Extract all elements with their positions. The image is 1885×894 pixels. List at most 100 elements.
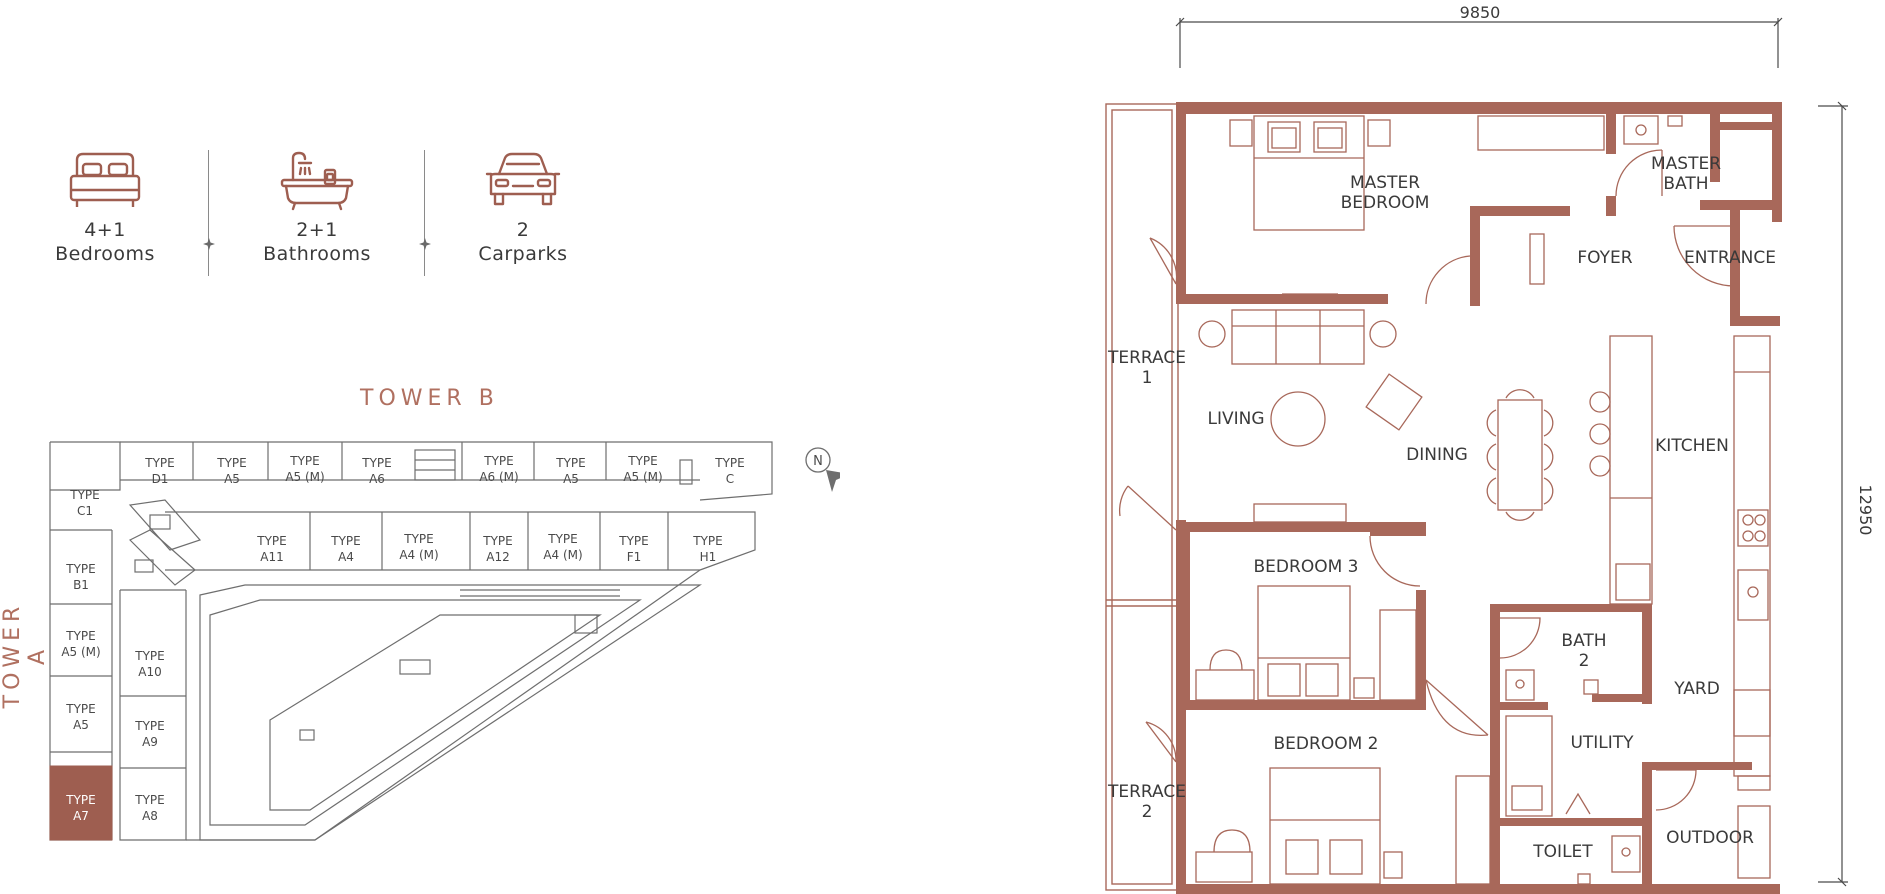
furniture xyxy=(1118,115,1771,885)
bedrooms-label: Bedrooms xyxy=(55,243,155,265)
svg-text:A11: A11 xyxy=(260,550,283,564)
svg-text:1: 1 xyxy=(1142,368,1153,388)
svg-text:TYPE: TYPE xyxy=(256,534,286,548)
svg-text:TYPE: TYPE xyxy=(692,534,722,548)
bedrooms-count: 4+1 xyxy=(84,219,126,241)
room-entrance[interactable]: ENTRANCE xyxy=(1684,248,1776,268)
room-foyer[interactable]: FOYER xyxy=(1577,248,1632,268)
room-terrace-1[interactable]: TERRACE 1 xyxy=(1107,348,1186,388)
svg-text:TYPE: TYPE xyxy=(483,454,513,468)
svg-text:A4 (M): A4 (M) xyxy=(543,548,582,562)
svg-text:TYPE: TYPE xyxy=(627,454,657,468)
unit-top-1[interactable]: TYPE D1 xyxy=(144,456,174,486)
svg-text:BEDROOM: BEDROOM xyxy=(1341,193,1430,213)
room-living[interactable]: LIVING xyxy=(1207,409,1264,429)
unit-left-1[interactable]: TYPE C1 xyxy=(69,488,99,518)
svg-text:MASTER: MASTER xyxy=(1651,154,1721,174)
unit-inner-2[interactable]: TYPE A9 xyxy=(134,719,164,749)
unit-mid-6[interactable]: TYPE F1 xyxy=(618,534,648,564)
bathrooms-label: Bathrooms xyxy=(263,243,371,265)
svg-text:2: 2 xyxy=(1579,651,1590,671)
divider-star-icon-2 xyxy=(419,238,431,250)
svg-text:TYPE: TYPE xyxy=(330,534,360,548)
car-icon xyxy=(485,152,561,206)
dimension-width xyxy=(1175,17,1783,68)
north-label: N xyxy=(813,454,823,469)
room-toilet[interactable]: TOILET xyxy=(1532,842,1593,862)
svg-text:TERRACE: TERRACE xyxy=(1107,782,1186,802)
unit-top-3[interactable]: TYPE A5 (M) xyxy=(285,454,324,484)
svg-text:F1: F1 xyxy=(627,550,642,564)
svg-text:TYPE: TYPE xyxy=(555,456,585,470)
bathrooms-count: 2+1 xyxy=(296,219,338,241)
unit-mid-5[interactable]: TYPE A4 (M) xyxy=(543,532,582,562)
svg-text:TYPE: TYPE xyxy=(65,702,95,716)
north-arrow-icon: N xyxy=(805,447,840,492)
room-master-bedroom[interactable]: MASTER BEDROOM xyxy=(1341,173,1430,213)
svg-text:A5: A5 xyxy=(563,472,579,486)
unit-inner-1[interactable]: TYPE A10 xyxy=(134,649,164,679)
unit-mid-7[interactable]: TYPE H1 xyxy=(692,534,722,564)
room-yard[interactable]: YARD xyxy=(1673,679,1720,699)
svg-text:C1: C1 xyxy=(77,504,93,518)
svg-text:A9: A9 xyxy=(142,735,158,749)
svg-text:TYPE: TYPE xyxy=(134,649,164,663)
svg-text:TYPE: TYPE xyxy=(403,532,433,546)
svg-text:A10: A10 xyxy=(138,665,161,679)
room-dining[interactable]: DINING xyxy=(1406,445,1468,465)
carparks-label: Carparks xyxy=(478,243,568,265)
room-bath-2[interactable]: BATH 2 xyxy=(1561,631,1606,671)
svg-text:TYPE: TYPE xyxy=(547,532,577,546)
svg-text:TYPE: TYPE xyxy=(69,488,99,502)
unit-mid-1[interactable]: TYPE A11 xyxy=(256,534,286,564)
svg-text:A5 (M): A5 (M) xyxy=(61,645,100,659)
width-dimension-label: 9850 xyxy=(1460,3,1501,22)
svg-text:TYPE: TYPE xyxy=(289,454,319,468)
svg-text:TYPE: TYPE xyxy=(714,456,744,470)
svg-text:H1: H1 xyxy=(700,550,717,564)
dimension-height xyxy=(1818,101,1848,887)
room-terrace-2[interactable]: TERRACE 2 xyxy=(1107,782,1186,822)
room-outdoor[interactable]: OUTDOOR xyxy=(1666,828,1754,848)
svg-text:TYPE: TYPE xyxy=(618,534,648,548)
svg-text:C: C xyxy=(726,472,734,486)
room-kitchen[interactable]: KITCHEN xyxy=(1655,436,1729,456)
svg-text:D1: D1 xyxy=(152,472,169,486)
feature-carparks: 2 Carparks xyxy=(448,150,598,266)
unit-top-6[interactable]: TYPE A5 xyxy=(555,456,585,486)
svg-text:TYPE: TYPE xyxy=(144,456,174,470)
feature-divider-2 xyxy=(424,150,425,276)
svg-text:A5 (M): A5 (M) xyxy=(285,470,324,484)
room-utility[interactable]: UTILITY xyxy=(1570,733,1634,753)
svg-text:TYPE: TYPE xyxy=(65,793,95,807)
unit-top-7[interactable]: TYPE A5 (M) xyxy=(623,454,662,484)
svg-text:TYPE: TYPE xyxy=(134,719,164,733)
svg-text:BATH: BATH xyxy=(1663,174,1708,194)
svg-text:TYPE: TYPE xyxy=(65,562,95,576)
room-bedroom-3[interactable]: BEDROOM 3 xyxy=(1254,557,1359,577)
svg-text:TYPE: TYPE xyxy=(482,534,512,548)
room-bedroom-2[interactable]: BEDROOM 2 xyxy=(1274,734,1379,754)
svg-text:A8: A8 xyxy=(142,809,158,823)
height-dimension-label: 12950 xyxy=(1856,485,1875,536)
svg-text:A5: A5 xyxy=(224,472,240,486)
svg-text:A5 (M): A5 (M) xyxy=(623,470,662,484)
divider-star-icon-1 xyxy=(203,238,215,250)
walls xyxy=(1176,102,1782,894)
unit-top-8[interactable]: TYPE C xyxy=(714,456,744,486)
room-master-bath[interactable]: MASTER BATH xyxy=(1651,154,1721,194)
carparks-count: 2 xyxy=(516,219,530,241)
highlight-unit-a7[interactable] xyxy=(49,765,113,841)
